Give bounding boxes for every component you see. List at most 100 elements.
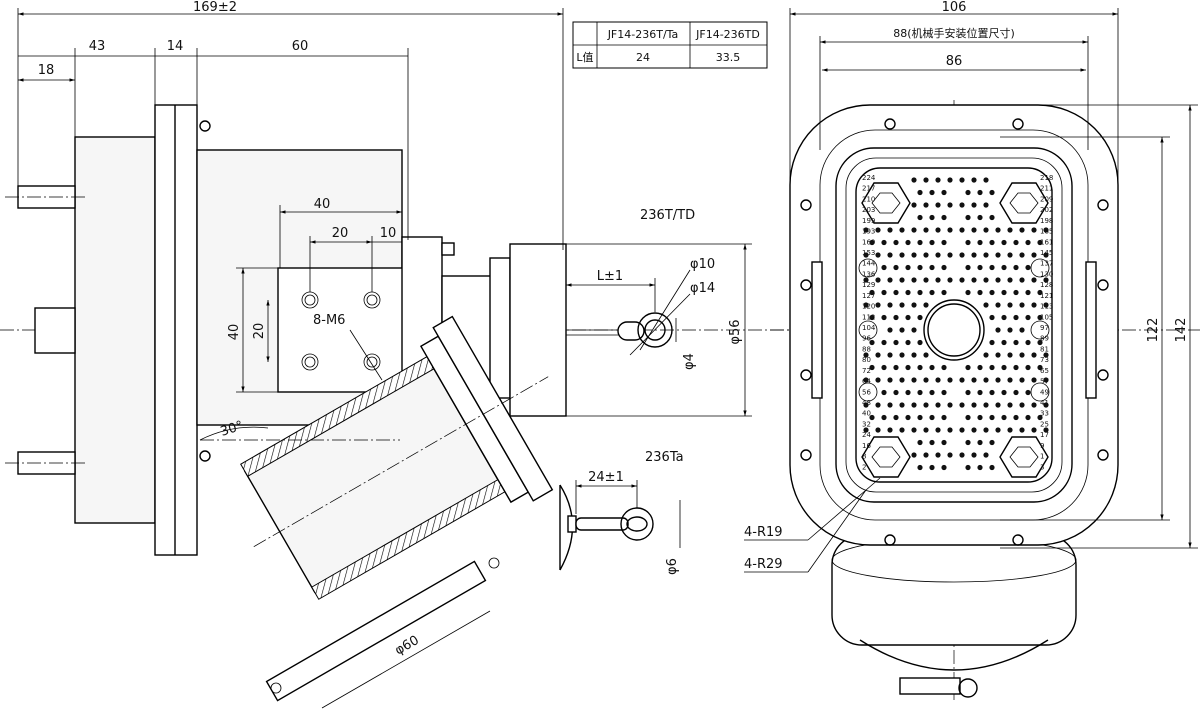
contact-pin — [923, 252, 929, 258]
contact-pin — [863, 227, 869, 233]
contact-pin — [1037, 339, 1043, 346]
contact-pin — [935, 177, 941, 183]
contact-pin — [929, 414, 935, 421]
contact-pin — [935, 452, 941, 458]
contact-pin — [905, 414, 911, 421]
front-dimensions: 106 88(机械手安装位置尺寸) 86 122 142 4-R19 4-R29 — [744, 0, 1198, 573]
contact-pin — [1013, 414, 1019, 421]
contact-pin — [881, 239, 887, 246]
contact-pin — [947, 402, 953, 408]
contact-number-label: 80 — [862, 356, 871, 364]
contact-pin — [923, 202, 929, 208]
contact-pin — [911, 402, 917, 408]
contact-pin — [971, 177, 977, 183]
contact-pin — [941, 264, 947, 271]
contact-pin — [863, 352, 869, 358]
contact-pin — [923, 452, 929, 458]
contact-pin — [989, 464, 995, 471]
contact-pin — [899, 252, 905, 258]
contact-pin — [1019, 402, 1025, 408]
contact-pin — [977, 439, 983, 446]
contact-pin — [995, 352, 1001, 358]
contact-pin — [941, 364, 947, 371]
contact-pin — [881, 314, 887, 321]
contact-pin — [869, 364, 875, 371]
angled-outlet — [240, 315, 554, 600]
contact-number-label: 56 — [862, 388, 871, 396]
contact-number-label: 136 — [862, 270, 876, 278]
contact-pin — [989, 189, 995, 196]
contact-number-label: 8 — [862, 453, 866, 461]
contact-pin — [971, 377, 977, 383]
dim-40v: 40 — [227, 324, 242, 341]
contact-pin — [935, 202, 941, 208]
contact-pin — [1025, 289, 1031, 296]
contact-number-label: 137 — [1040, 260, 1053, 268]
contact-pin — [1019, 327, 1025, 333]
contact-pin — [965, 289, 971, 296]
contact-pin — [887, 377, 893, 383]
contact-pin — [1019, 427, 1025, 433]
contact-pin — [1025, 264, 1031, 271]
detail-236ta: 236Ta 24±1 φ6 — [559, 450, 684, 575]
contact-number-label: 64 — [862, 378, 871, 386]
contact-pin — [995, 327, 1001, 333]
contact-pin — [881, 414, 887, 421]
contact-pin — [1019, 277, 1025, 283]
contact-pin — [863, 377, 869, 383]
contact-pin — [959, 202, 965, 208]
contact-pin — [893, 289, 899, 296]
contact-pin — [1043, 227, 1049, 233]
contact-pin — [989, 214, 995, 221]
contact-pin — [887, 302, 893, 308]
contact-pin — [1019, 302, 1025, 308]
contact-pin — [947, 427, 953, 433]
contact-number-label: 48 — [862, 399, 871, 407]
contact-pin — [905, 314, 911, 321]
dim-20h: 20 — [332, 226, 349, 241]
contact-pin — [881, 389, 887, 396]
contact-pin — [977, 264, 983, 271]
contact-pin — [971, 277, 977, 283]
center-hole — [923, 299, 985, 361]
contact-pin — [941, 289, 947, 296]
side-dimensions: 169±2 43 14 60 18 40 20 10 40 20 8-M6 30… — [17, 0, 564, 709]
contact-pin — [923, 352, 929, 358]
contact-pin — [905, 389, 911, 396]
contact-pin — [893, 389, 899, 396]
contact-pin — [1031, 252, 1037, 258]
contact-pin — [875, 252, 881, 258]
contact-pin — [875, 377, 881, 383]
dim-14: 14 — [167, 39, 184, 54]
contact-number-label: 130 — [1040, 270, 1053, 278]
contact-number-label: 198 — [1040, 217, 1053, 225]
contact-pin — [965, 439, 971, 446]
contact-pin — [1025, 339, 1031, 346]
contact-number-label: 209 — [1040, 195, 1053, 203]
contact-pin — [959, 402, 965, 408]
rear-body — [74, 136, 156, 524]
contact-pin — [959, 252, 965, 258]
contact-number-label: 211 — [1040, 185, 1053, 193]
contact-pin — [941, 189, 947, 196]
contact-pin — [923, 302, 929, 308]
contact-pin — [1007, 227, 1013, 233]
contact-pin — [1001, 364, 1007, 371]
contact-pin — [869, 414, 875, 421]
detail-236t-td: 236T/TD L±1 φ10 φ14 φ4 φ56 — [566, 208, 752, 417]
contact-number-label: 203 — [862, 206, 875, 214]
contact-pin — [887, 427, 893, 433]
contact-pin — [917, 364, 923, 371]
label-l: L±1 — [597, 269, 623, 284]
contact-pin — [1013, 314, 1019, 321]
spec-table: JF14-236T/Ta JF14-236TD L值 24 33.5 — [572, 21, 768, 69]
contact-pin — [935, 402, 941, 408]
contact-number-label: 9 — [1040, 442, 1044, 450]
contact-pin — [863, 277, 869, 283]
spec-header-t-ta: JF14-236T/Ta — [607, 28, 679, 41]
dim-142: 142 — [1174, 318, 1189, 343]
contact-number-label: 16 — [862, 442, 871, 450]
dim-88: 88(机械手安装位置尺寸) — [893, 26, 1015, 40]
contact-pin — [899, 402, 905, 408]
contact-pin — [1013, 389, 1019, 396]
